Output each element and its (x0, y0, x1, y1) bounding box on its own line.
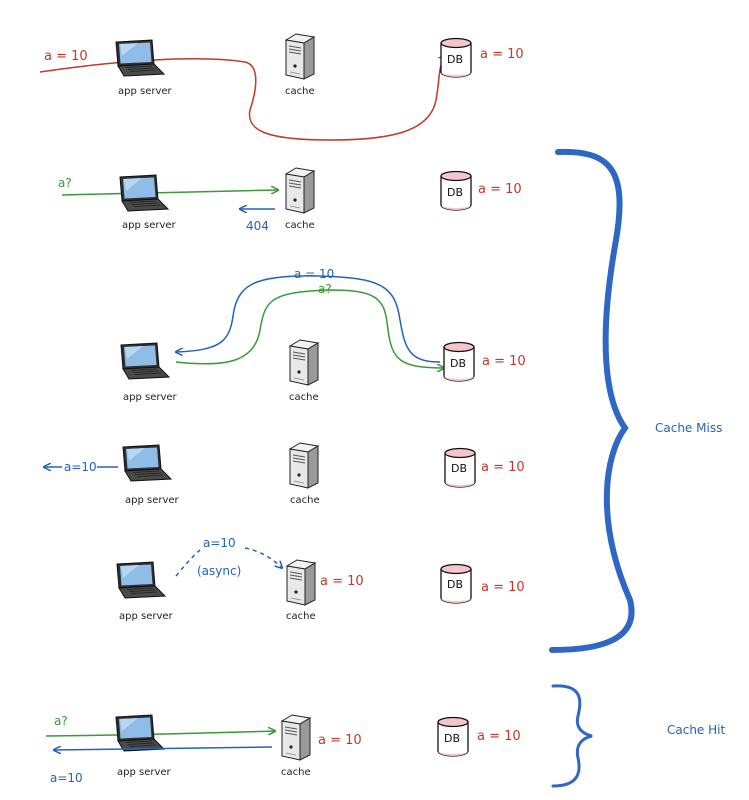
db-label: DB (450, 357, 466, 370)
app-server-label: app server (119, 611, 174, 622)
server-icon (286, 559, 316, 606)
db-label: DB (444, 732, 460, 745)
request-label: a? (318, 282, 332, 296)
app-server-label: app server (125, 495, 180, 506)
row-4-return-client: a=10 app server cache DB a = 10 (44, 442, 525, 506)
cache-label: cache (286, 611, 316, 622)
server-icon (285, 33, 315, 80)
db-value-label: a = 10 (480, 47, 524, 62)
laptop-icon (122, 444, 172, 482)
response-arrow (54, 747, 273, 750)
cache-value-label: a = 10 (320, 574, 364, 589)
row-1-write: a = 10 app server cache DB a = 10 (39, 33, 524, 141)
write-label: a=10 (203, 536, 236, 550)
server-icon (285, 167, 315, 214)
app-server-label: app server (118, 86, 173, 97)
laptop-icon (116, 561, 166, 599)
server-icon (289, 339, 319, 386)
laptop-icon (115, 39, 165, 77)
request-arrow (61, 190, 278, 196)
row-3-db-read: a = 10 a? app server cache DB a = 10 (120, 267, 526, 403)
cache-label: cache (289, 392, 319, 403)
response-arrow (176, 275, 441, 363)
laptop-icon (115, 714, 165, 752)
db-label: DB (447, 578, 463, 591)
cache-label: cache (285, 220, 315, 231)
cache-value-label: a = 10 (318, 733, 362, 748)
async-write-arrow (175, 547, 282, 577)
app-server-label: app server (123, 392, 178, 403)
response-label: a=10 (50, 771, 83, 785)
server-icon (281, 714, 311, 761)
db-value-label: a = 10 (478, 182, 522, 197)
request-arrow (175, 289, 444, 368)
cache-miss-label: Cache Miss (655, 421, 722, 435)
cache-label: cache (281, 767, 311, 778)
cache-label: cache (290, 495, 320, 506)
request-arrow (45, 731, 275, 737)
row-6-cache-hit: a? app server a=10 cache a = 10 DB a = 1… (45, 714, 521, 785)
client-value-label: a = 10 (44, 49, 88, 64)
request-label: a? (58, 176, 72, 190)
db-label: DB (447, 53, 463, 66)
db-value-label: a = 10 (482, 354, 526, 369)
db-label: DB (451, 462, 467, 475)
row-2-cache-lookup: a? app server cache 404 DB a = 10 (58, 167, 522, 233)
db-value-label: a = 10 (477, 729, 521, 744)
app-server-label: app server (117, 767, 172, 778)
response-label: a = 10 (294, 267, 334, 281)
laptop-icon (120, 342, 170, 380)
db-value-label: a = 10 (481, 460, 525, 475)
brace-shape (551, 684, 593, 788)
app-server-label: app server (122, 220, 177, 231)
brace-shape (549, 148, 635, 653)
row-5-async-cache-write: a=10 (async) app server cache a = 10 DB … (116, 536, 525, 622)
cache-hit-brace: Cache Hit (551, 684, 725, 788)
server-icon (289, 442, 319, 489)
db-value-label: a = 10 (481, 580, 525, 595)
write-arrow (39, 58, 446, 141)
cache-miss-brace: Cache Miss (549, 148, 722, 653)
response-label: 404 (246, 219, 269, 233)
cache-hit-label: Cache Hit (667, 723, 725, 737)
cache-label: cache (285, 86, 315, 97)
async-note: (async) (197, 564, 241, 578)
response-label: a=10 (64, 460, 97, 474)
db-label: DB (447, 186, 463, 199)
request-label: a? (54, 714, 68, 728)
